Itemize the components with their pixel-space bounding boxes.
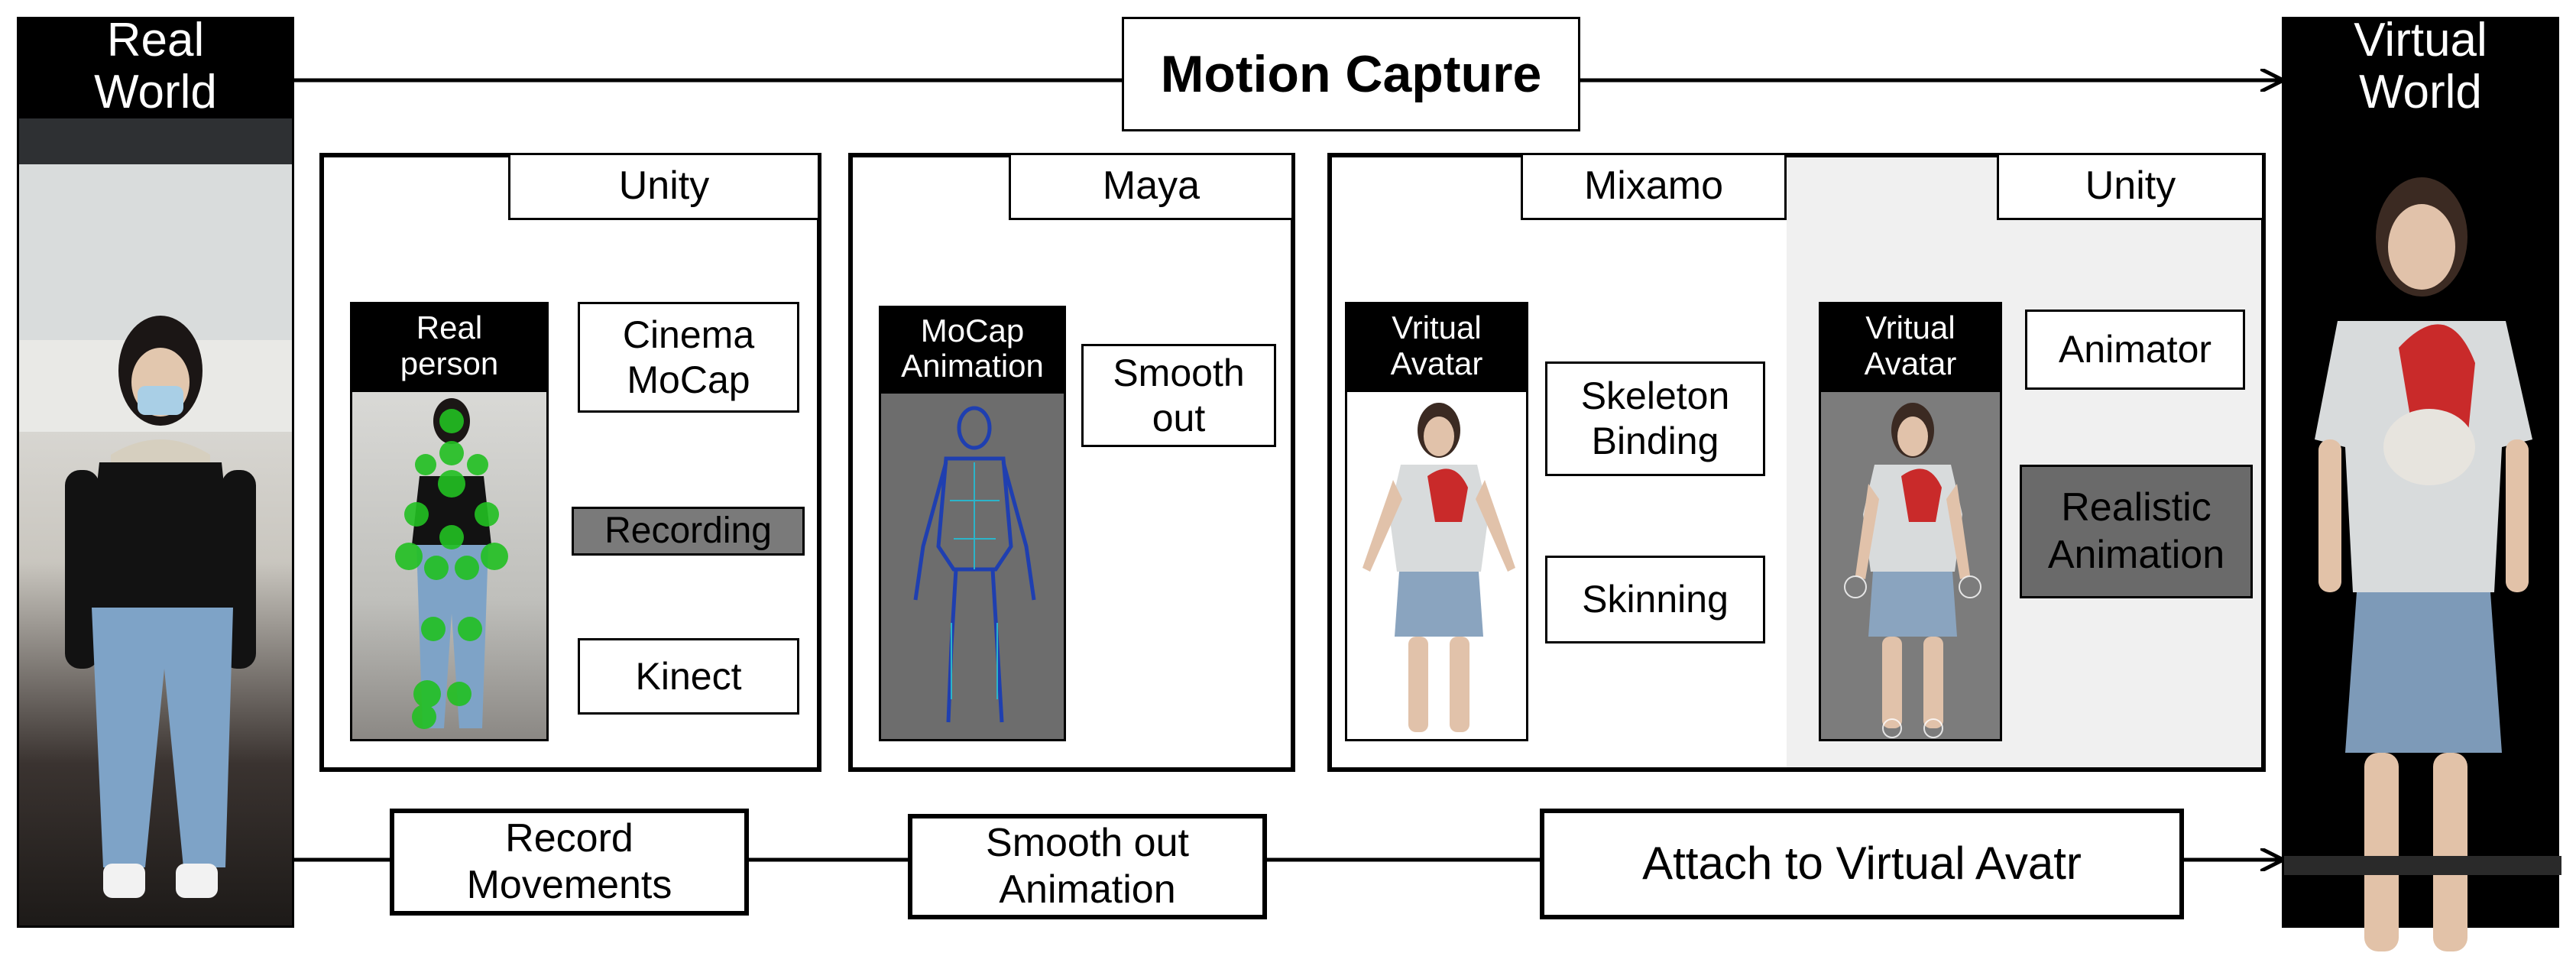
attach-avatar-box: Attach to Virtual Avatr [1540, 809, 2184, 919]
virtual-avatar-render [2282, 116, 2561, 951]
recording-box: Recording [572, 507, 805, 556]
realistic-animation-box: Realistic Animation [2020, 465, 2253, 598]
record-movements-box: Record Movements [390, 809, 749, 916]
virtual-avatar-caption-left: Vritual Avatar [1345, 302, 1528, 390]
real-world-title: Real World [17, 14, 294, 118]
mocap-mesh-figure [913, 406, 1036, 723]
avatar-animated-figure [1844, 403, 1981, 738]
smooth-out-animation-box: Smooth out Animation [908, 814, 1267, 919]
skinning-box: Skinning [1545, 556, 1765, 643]
kinect-box: Kinect [578, 638, 799, 715]
animator-box: Animator [2025, 310, 2245, 390]
mocap-mesh-image [879, 391, 1066, 741]
maya-panel-header: Maya [1009, 153, 1294, 220]
virtual-world-title: Virtual World [2282, 14, 2559, 118]
cinema-mocap-box: Cinema MoCap [578, 302, 799, 413]
unity-panel-header: Unity [508, 153, 820, 220]
real-person-photo [17, 116, 294, 928]
mocap-animation-caption: MoCap Animation [879, 306, 1066, 391]
tracked-person-figure [395, 398, 508, 729]
avatar-tpose-figure [1363, 403, 1515, 732]
kinect-skeleton-image [350, 390, 549, 741]
motion-capture-box: Motion Capture [1122, 17, 1580, 131]
avatar-tpose-image [1345, 390, 1528, 741]
virtual-avatar-figure [2284, 177, 2561, 951]
real-person-caption: Real person [350, 302, 549, 390]
virtual-avatar-caption-right: Vritual Avatar [1819, 302, 2002, 390]
avatar-animated-image [1819, 390, 2002, 741]
smooth-out-box: Smooth out [1081, 344, 1276, 447]
panel-divider [1327, 153, 1332, 772]
unity-header-right: Unity [1997, 153, 2264, 220]
mixamo-header: Mixamo [1521, 153, 1787, 220]
skeleton-binding-box: Skeleton Binding [1545, 361, 1765, 476]
real-person-figure [19, 118, 292, 898]
